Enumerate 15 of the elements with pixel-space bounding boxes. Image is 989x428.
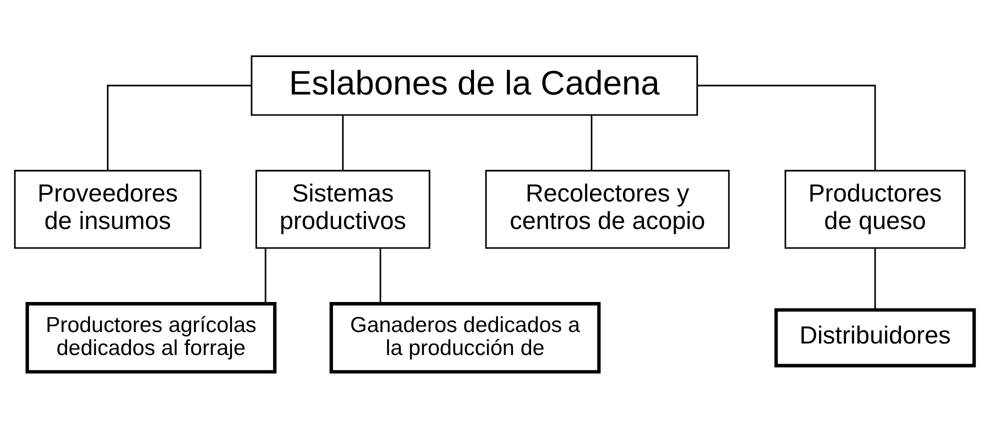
connector bbox=[342, 116, 344, 170]
connector bbox=[698, 84, 876, 170]
node-box: Proveedores de insumos bbox=[14, 170, 202, 249]
node-box: Productores agrícolas dedicados al forraje bbox=[26, 302, 276, 374]
connector bbox=[380, 248, 382, 304]
connector bbox=[590, 116, 592, 170]
connector bbox=[264, 248, 266, 304]
node-box: Productores de queso bbox=[784, 170, 966, 249]
node-box: Sistemas productivos bbox=[255, 170, 430, 249]
node-box: Ganaderos dedicados a la producción de bbox=[330, 302, 601, 374]
node-box: Eslabones de la Cadena bbox=[250, 55, 698, 116]
connector bbox=[874, 248, 876, 310]
node-box: Distribuidores bbox=[774, 308, 976, 368]
node-box: Recolectores y centros de acopio bbox=[485, 170, 730, 249]
connector bbox=[106, 84, 252, 170]
